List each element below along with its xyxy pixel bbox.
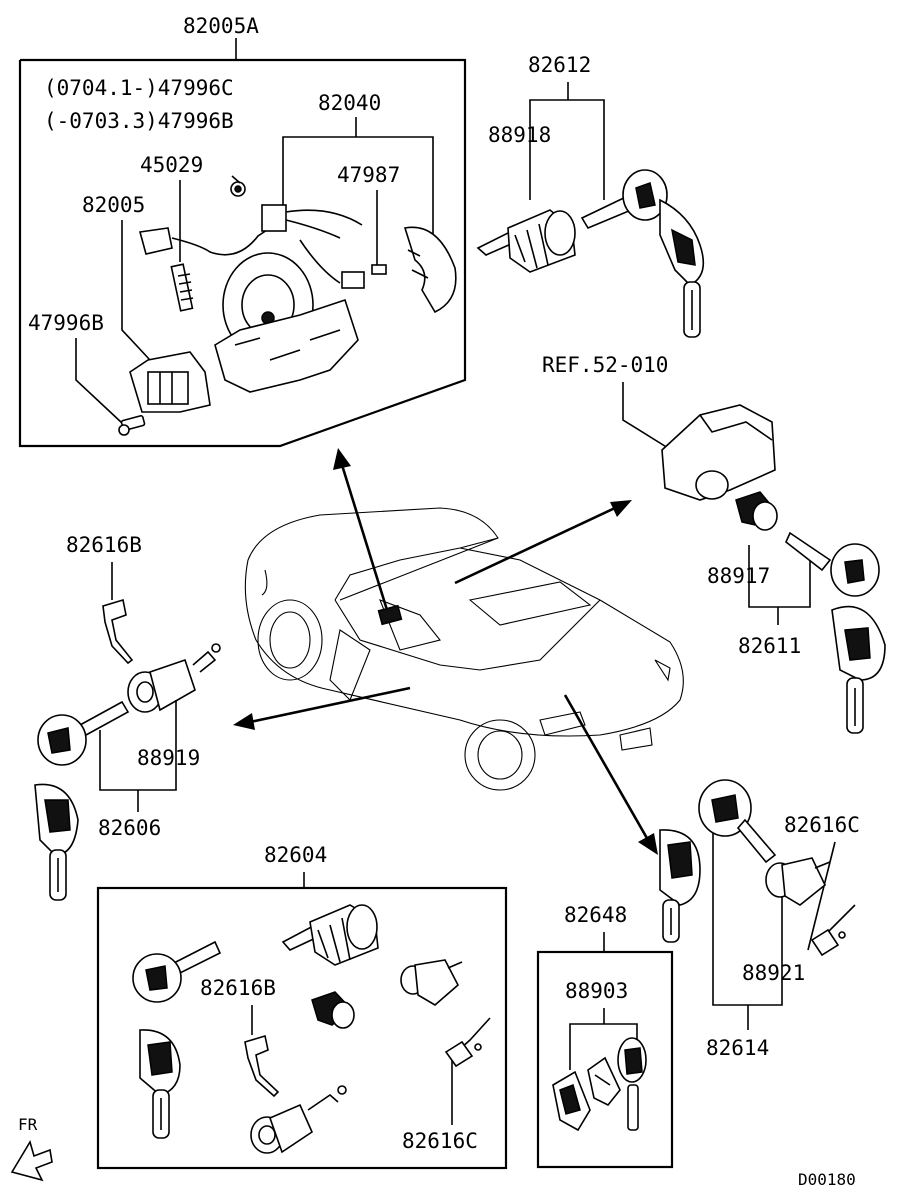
key-82606[interactable] [34, 700, 130, 901]
kit-door-switch[interactable] [400, 959, 463, 1006]
kit-retainer[interactable] [244, 1034, 280, 1098]
kit-door-cylinder[interactable] [250, 1085, 347, 1154]
label-88903: 88903 [565, 979, 628, 1003]
label-88918: 88918 [488, 123, 551, 147]
screw-45029[interactable] [230, 175, 246, 197]
label-47996B[interactable]: 47996B [28, 311, 104, 335]
kit-ignition-cylinder[interactable] [281, 904, 379, 966]
ref-panel-group: REF.52-010 [542, 353, 776, 501]
glovebox-cylinder-group: 88917 82611 [707, 491, 886, 734]
label-ref-52-010[interactable]: REF.52-010 [542, 353, 668, 377]
label-note-0703: (-0703.3)47996B [44, 109, 234, 133]
label-47987[interactable]: 47987 [337, 163, 400, 187]
link-82616C[interactable] [810, 904, 856, 957]
lock-kit-group: 82604 82616B [96, 843, 508, 1170]
label-88921: 88921 [742, 961, 805, 985]
label-fr: FR [18, 1115, 38, 1134]
label-82612[interactable]: 82612 [528, 53, 591, 77]
label-82616B-left[interactable]: 82616B [66, 533, 142, 557]
label-82616B-kit[interactable]: 82616B [200, 976, 276, 1000]
label-note-0704: (0704.1-)47996C [44, 76, 234, 100]
label-82611[interactable]: 82611 [738, 634, 801, 658]
screw-47996B[interactable] [118, 414, 146, 436]
kit-key[interactable] [132, 940, 222, 1139]
ignition-cylinder-group: 82612 88918 [476, 53, 705, 338]
clamp-bracket-82040[interactable] [403, 226, 457, 314]
label-82648[interactable]: 82648 [564, 903, 627, 927]
kit-box [96, 886, 508, 1170]
ignition-switch-82005[interactable] [129, 351, 211, 413]
kit-link[interactable] [444, 1017, 491, 1068]
steering-lock-assembly-group: 82005A (0704.1-)47996C (-0703.3)47996B 8… [18, 14, 467, 448]
bolt-47996[interactable] [170, 263, 194, 312]
label-82005A[interactable]: 82005A [183, 14, 259, 38]
label-82005[interactable]: 82005 [82, 193, 145, 217]
instrument-panel-ref [661, 404, 776, 501]
label-82604[interactable]: 82604 [264, 843, 327, 867]
key-82611[interactable] [785, 531, 886, 734]
ignition-cylinder-88918[interactable] [476, 209, 576, 273]
connector-82005[interactable] [138, 227, 271, 256]
pointer-arrows [233, 448, 658, 855]
door-cylinder-left-group: 82616B 88919 82606 [34, 533, 221, 901]
vehicle-outline [244, 507, 684, 791]
key-set-box [536, 950, 674, 1169]
front-direction-indicator: FR [10, 1115, 53, 1182]
key-82612[interactable] [580, 169, 705, 338]
label-82614[interactable]: 82614 [706, 1036, 769, 1060]
key-82614[interactable] [659, 779, 777, 943]
door-cylinder-88919[interactable] [127, 643, 221, 713]
door-cylinder-right-group: 82616C 88921 82614 [659, 779, 860, 1060]
steering-lock-body[interactable] [214, 204, 387, 393]
label-82616C-right[interactable]: 82616C [784, 813, 860, 837]
cylinder-88917[interactable] [735, 491, 778, 531]
diagram-code: D00180 [798, 1170, 856, 1187]
label-82616C-kit[interactable]: 82616C [402, 1129, 478, 1153]
label-88919: 88919 [137, 746, 200, 770]
retainer-82616B[interactable] [102, 598, 134, 665]
label-88917: 88917 [707, 564, 770, 588]
door-cylinder-88921[interactable] [765, 857, 831, 906]
label-82606[interactable]: 82606 [98, 816, 161, 840]
label-45029[interactable]: 45029 [140, 153, 203, 177]
key-set-88903[interactable] [552, 1037, 647, 1132]
key-set-group: 82648 88903 [536, 903, 674, 1169]
assembly-box [18, 58, 467, 448]
label-82040[interactable]: 82040 [318, 91, 381, 115]
kit-glovebox-cylinder[interactable] [311, 991, 355, 1029]
front-arrow-icon [10, 1140, 53, 1182]
